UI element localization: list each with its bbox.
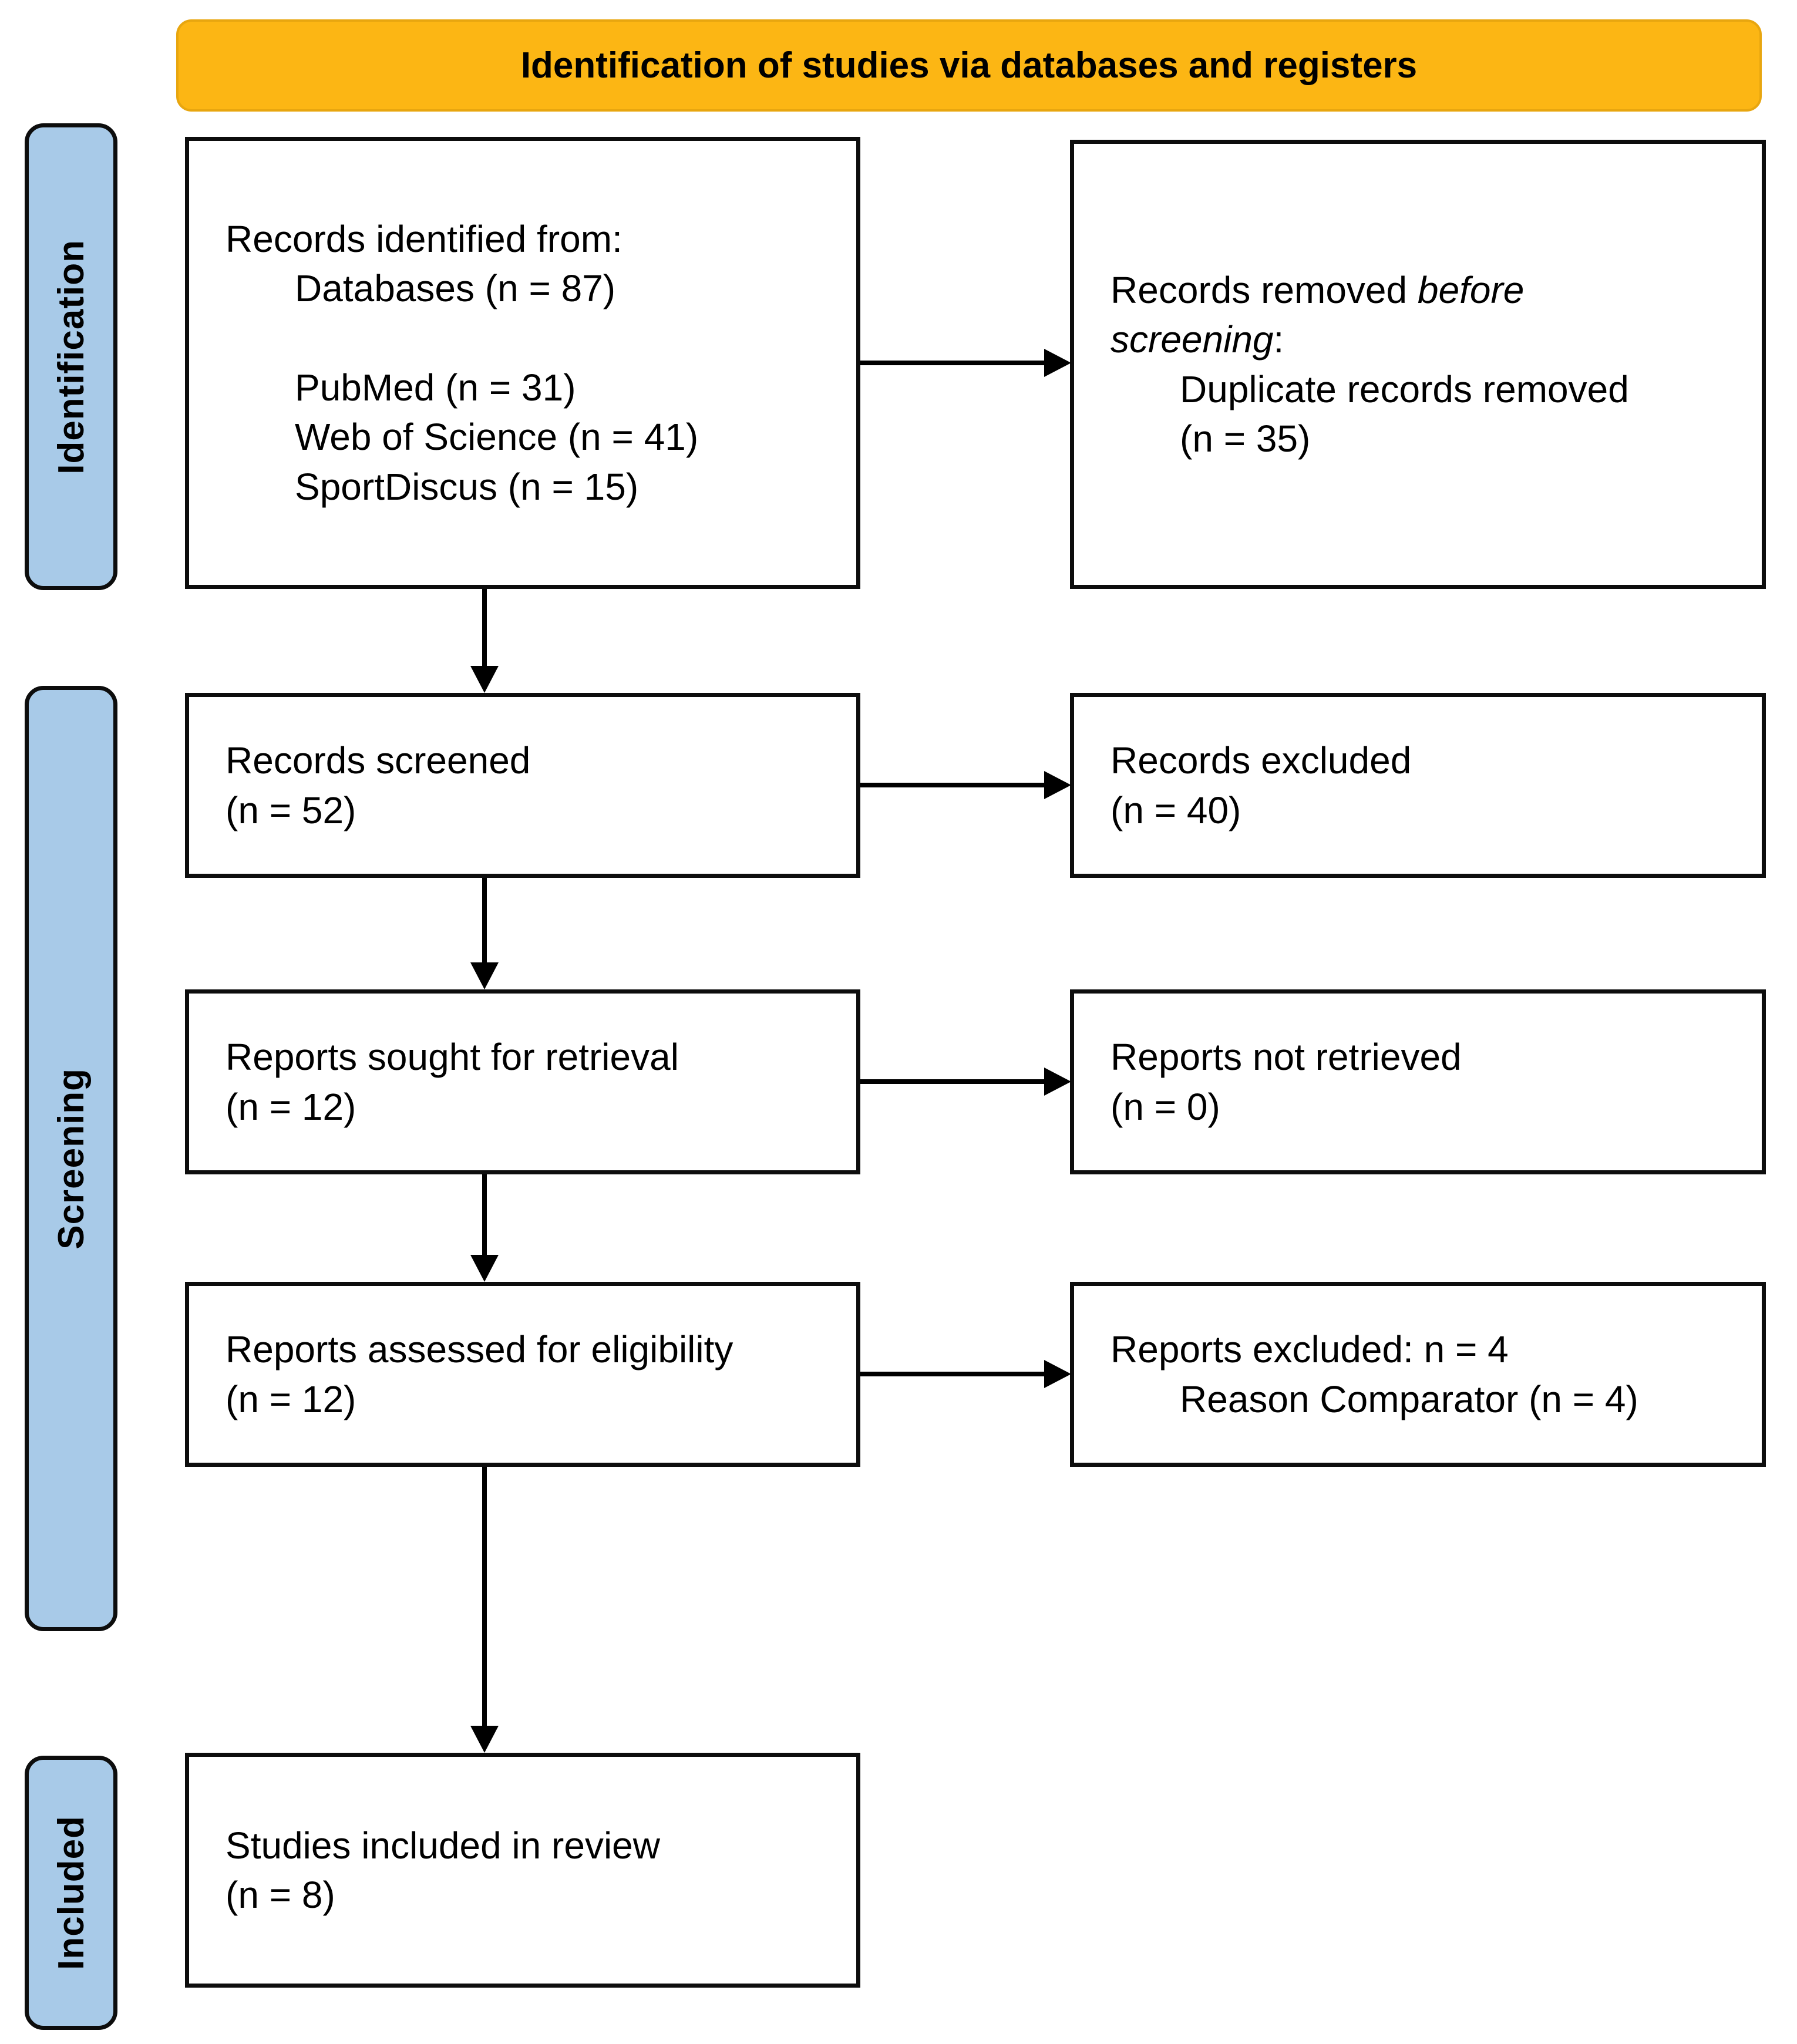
- arrow-screened-to-excluded-head: [1044, 771, 1071, 799]
- studies-included-title: Studies included in review: [226, 1824, 660, 1867]
- arrow-sought-to-assessed-line: [482, 1174, 487, 1256]
- reports-excluded-title: Reports excluded: n = 4: [1110, 1328, 1509, 1371]
- reports-assessed-title: Reports assessed for eligibility: [226, 1328, 733, 1371]
- arrow-identified-to-screened-line: [482, 589, 487, 667]
- box-reports-assessed: Reports assessed for eligibility (n = 12…: [185, 1282, 860, 1467]
- arrow-screened-to-sought-head: [470, 962, 499, 989]
- arrow-sought-to-assessed-head: [470, 1255, 499, 1282]
- records-identified-sportdiscus: SportDiscus (n = 15): [295, 465, 639, 508]
- box-reports-not-retrieved: Reports not retrieved (n = 0): [1070, 989, 1766, 1174]
- arrow-identified-to-screened-head: [470, 666, 499, 693]
- box-reports-excluded: Reports excluded: n = 4 Reason Comparato…: [1070, 1282, 1766, 1467]
- stage-label-identification: Identification: [51, 239, 92, 474]
- reports-sought-count: (n = 12): [226, 1085, 356, 1128]
- arrow-assessed-to-excluded-line: [860, 1372, 1046, 1376]
- records-identified-pubmed: PubMed (n = 31): [295, 366, 576, 409]
- box-records-excluded: Records excluded (n = 40): [1070, 693, 1766, 878]
- box-records-screened: Records screened (n = 52): [185, 693, 860, 878]
- records-removed-screening-italic: screening: [1110, 318, 1274, 361]
- reports-sought-title: Reports sought for retrieval: [226, 1036, 679, 1079]
- records-identified-web-of-science: Web of Science (n = 41): [295, 416, 699, 459]
- records-excluded-title: Records excluded: [1110, 739, 1412, 782]
- stage-bar-included: Included: [25, 1756, 117, 2030]
- records-identified-databases: Databases (n = 87): [295, 267, 616, 310]
- box-records-identified: Records identified from: Databases (n = …: [185, 137, 860, 589]
- records-removed-text: Records removed: [1110, 268, 1418, 311]
- arrow-identified-to-removed-head: [1044, 349, 1071, 377]
- stage-label-screening: Screening: [51, 1068, 92, 1250]
- blank-line: [226, 314, 833, 363]
- reports-excluded-reason: Reason Comparator (n = 4): [1180, 1378, 1638, 1420]
- records-removed-count: (n = 35): [1180, 417, 1311, 460]
- arrow-sought-to-not-retrieved-head: [1044, 1068, 1071, 1096]
- arrow-assessed-to-excluded-head: [1044, 1360, 1071, 1388]
- box-records-removed: Records removed before screening: Duplic…: [1070, 140, 1766, 589]
- records-removed-title-line2: screening:: [1110, 315, 1738, 364]
- arrow-identified-to-removed-line: [860, 361, 1046, 365]
- reports-assessed-count: (n = 12): [226, 1378, 356, 1420]
- reports-not-retrieved-count: (n = 0): [1110, 1085, 1220, 1128]
- arrow-assessed-to-included-line: [482, 1467, 487, 1727]
- stage-label-included: Included: [51, 1816, 92, 1970]
- records-screened-count: (n = 52): [226, 789, 356, 831]
- header-banner: Identification of studies via databases …: [176, 19, 1762, 112]
- arrow-assessed-to-included-head: [470, 1726, 499, 1753]
- studies-included-count: (n = 8): [226, 1874, 335, 1916]
- arrow-screened-to-excluded-line: [860, 783, 1046, 787]
- header-title: Identification of studies via databases …: [520, 45, 1418, 86]
- records-excluded-count: (n = 40): [1110, 789, 1241, 831]
- box-reports-sought: Reports sought for retrieval (n = 12): [185, 989, 860, 1174]
- records-removed-duplicates: Duplicate records removed: [1180, 368, 1629, 410]
- reports-not-retrieved-title: Reports not retrieved: [1110, 1036, 1462, 1079]
- records-removed-colon: :: [1273, 318, 1284, 361]
- records-removed-title-line1: Records removed before: [1110, 265, 1738, 315]
- arrow-sought-to-not-retrieved-line: [860, 1079, 1046, 1084]
- stage-bar-identification: Identification: [25, 123, 117, 590]
- records-removed-before-italic: before: [1417, 268, 1525, 311]
- records-identified-title: Records identified from:: [226, 217, 622, 260]
- arrow-screened-to-sought-line: [482, 878, 487, 964]
- stage-bar-screening: Screening: [25, 686, 117, 1631]
- box-studies-included: Studies included in review (n = 8): [185, 1753, 860, 1988]
- records-screened-title: Records screened: [226, 739, 531, 782]
